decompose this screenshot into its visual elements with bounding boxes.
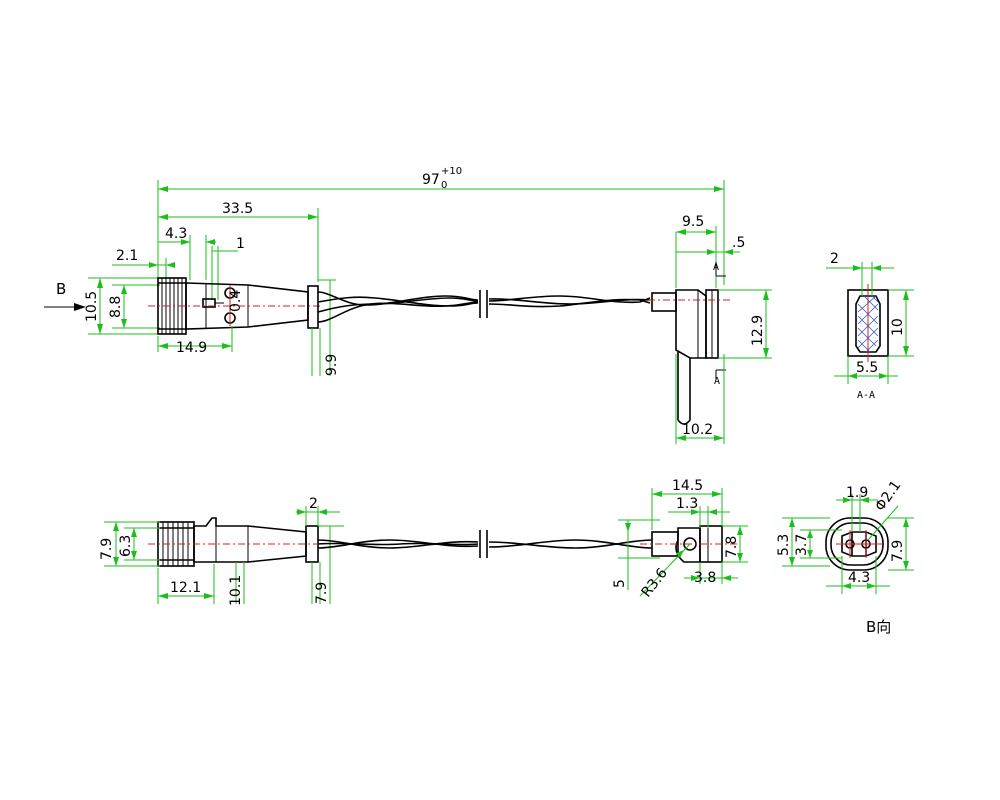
bottom-dim-3-8-label: 3.8	[694, 570, 716, 586]
dim-8-8: 8.8	[108, 284, 160, 329]
dim-9-5: 9.5	[675, 214, 717, 288]
bottom-dim-1-3-label: 1.3	[676, 496, 698, 512]
viewb-dim-phi2-1-label: Φ2.1	[872, 478, 904, 514]
viewb-dim-phi2-1: Φ2.1	[867, 478, 904, 541]
view-b-label: B向	[866, 618, 891, 636]
bottom-dim-7-9b-label: 7.9	[314, 582, 330, 604]
dim-2-1: 2.1	[112, 248, 175, 280]
dim-1: 1	[211, 236, 245, 300]
dim-10-5: 10.5	[84, 277, 170, 335]
bottom-dim-7-9: 7.9	[99, 521, 160, 567]
overall-tolerance-upper: +10	[441, 166, 462, 177]
dim-9-5-label: 9.5	[682, 214, 704, 230]
bottom-dim-5-label: 5	[612, 579, 628, 588]
viewb-dim-7-9: 7.9	[888, 517, 914, 571]
top-sensor-head	[648, 289, 730, 425]
overall-tolerance-lower: 0	[441, 180, 447, 191]
dim-14-9: 14.9	[157, 326, 233, 356]
bottom-dim-r3-6-label: R3.6	[639, 565, 671, 600]
section-dim-10-label: 10	[890, 318, 906, 336]
viewb-dim-1-9-label: 1.9	[846, 485, 868, 501]
bottom-dim-10-1: 10.1	[228, 562, 245, 606]
section-mark-top: A	[713, 262, 719, 273]
viewb-dim-3-7-label: 3.7	[794, 534, 810, 556]
bottom-dim-10-1-label: 10.1	[228, 575, 244, 606]
viewb-dim-5-3-label: 5.3	[776, 534, 792, 556]
dim-8-8-label: 8.8	[108, 296, 124, 318]
bottom-connector	[148, 517, 324, 567]
bottom-dim-7-8-label: 7.8	[724, 536, 740, 558]
bottom-dim-7-8: 7.8	[722, 525, 748, 563]
bottom-view: 7.9 6.3 12.1 10.1	[99, 478, 748, 606]
viewb-dim-5-3: 5.3	[776, 517, 830, 567]
bottom-dim-3-8: 3.8	[684, 562, 738, 586]
bottom-dim-2-label: 2	[309, 496, 318, 512]
viewb-dim-1-9: 1.9	[836, 485, 878, 532]
dim-4-3-label: 4.3	[165, 226, 187, 242]
bottom-dim-r3-6: R3.6	[639, 543, 691, 600]
section-label: A-A	[857, 390, 875, 401]
view-b: 1.9 Φ2.1 5.3 3.7 7.9	[776, 478, 914, 636]
dim-point-5: .5 A A	[676, 235, 745, 387]
section-dim-10: 10	[888, 289, 914, 357]
bottom-dim-14-5-label: 14.5	[672, 478, 703, 494]
viewb-dim-7-9-label: 7.9	[890, 540, 906, 562]
dim-1-label: 1	[236, 236, 245, 252]
section-dim-5-5-label: 5.5	[856, 360, 878, 376]
section-view-a-a: 2 10 5.5 A-A	[826, 251, 914, 401]
view-direction-label: B	[56, 280, 66, 298]
view-direction-arrow: B	[44, 280, 86, 311]
top-connector: 0.4	[148, 277, 320, 335]
top-view: 97 +10 0 33.5 4.3 1	[44, 166, 772, 444]
dim-14-9-label: 14.9	[176, 340, 207, 356]
section-dim-5-5: 5.5	[834, 356, 898, 384]
connector-length-label: 33.5	[222, 201, 253, 217]
dim-10-5-label: 10.5	[84, 291, 100, 322]
dim-10-2-label: 10.2	[682, 422, 713, 438]
dim-connector-length: 33.5	[158, 201, 319, 282]
dim-4-3: 4.3	[158, 226, 216, 280]
overall-length-label: 97	[422, 172, 440, 188]
dim-12-9: 12.9	[718, 289, 772, 359]
bottom-dim-1-3: 1.3	[668, 496, 730, 528]
bottom-dim-6-3-label: 6.3	[118, 535, 134, 557]
viewb-dim-4-3: 4.3	[826, 556, 890, 594]
bottom-sensor-head	[640, 525, 740, 563]
dim-9-9-label: 9.9	[324, 354, 340, 376]
top-cable	[317, 290, 651, 323]
bottom-dim-6-3: 6.3	[118, 527, 160, 561]
section-dim-2-label: 2	[830, 251, 839, 267]
dim-9-9: 9.9	[311, 279, 340, 376]
bottom-dim-2: 2	[296, 496, 340, 526]
bottom-dim-12-1: 12.1	[157, 564, 215, 604]
viewb-dim-3-7: 3.7	[794, 529, 842, 559]
dim-10-2: 10.2	[675, 354, 725, 444]
section-dim-2: 2	[826, 251, 894, 296]
dim-overall: 97 +10 0	[157, 166, 725, 285]
section-mark-bottom: A	[714, 376, 720, 387]
bottom-dim-14-5: 14.5	[651, 478, 723, 530]
bottom-dim-7-9b: 7.9	[311, 525, 344, 604]
bottom-cable	[317, 530, 653, 558]
viewb-dim-4-3-label: 4.3	[848, 570, 870, 586]
bottom-dim-7-9-label: 7.9	[99, 538, 115, 560]
dim-2-1-label: 2.1	[116, 248, 138, 264]
bottom-dim-12-1-label: 12.1	[170, 580, 201, 596]
dim-12-9-label: 12.9	[750, 315, 766, 346]
dim-point-5-label: .5	[732, 235, 745, 251]
bottom-dim-5: 5	[612, 519, 660, 590]
dim-0-4-label: 0.4	[228, 290, 244, 312]
